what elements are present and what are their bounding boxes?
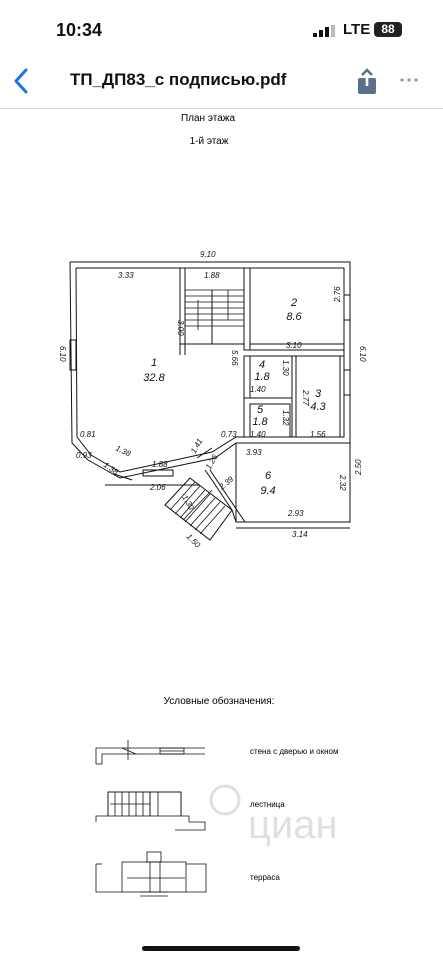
svg-text:2.50: 2.50 xyxy=(354,459,363,476)
legend-stair-symbol xyxy=(95,791,206,831)
svg-text:5: 5 xyxy=(257,404,264,416)
home-indicator[interactable] xyxy=(142,946,300,951)
svg-text:2.76: 2.76 xyxy=(333,286,342,303)
svg-text:8.6: 8.6 xyxy=(286,311,302,323)
svg-text:6: 6 xyxy=(265,470,272,482)
battery-icon: 88 xyxy=(374,22,402,37)
svg-text:1: 1 xyxy=(151,357,157,369)
svg-text:1.50: 1.50 xyxy=(185,532,203,550)
svg-text:1.38: 1.38 xyxy=(102,460,120,477)
svg-text:0.73: 0.73 xyxy=(221,430,237,439)
svg-text:4.3: 4.3 xyxy=(310,401,326,413)
legend-wall-symbol xyxy=(95,740,205,765)
svg-text:0.93: 0.93 xyxy=(76,451,92,460)
watermark: циан xyxy=(209,784,338,847)
svg-text:1.41: 1.41 xyxy=(189,437,205,455)
plan-heading: План этажа xyxy=(181,113,235,124)
svg-text:1.88: 1.88 xyxy=(152,460,168,469)
svg-text:4: 4 xyxy=(259,359,265,371)
status-bar: 10:34 LTE 88 xyxy=(0,0,443,58)
svg-text:32.8: 32.8 xyxy=(143,372,165,384)
svg-text:6.10: 6.10 xyxy=(58,346,67,362)
status-time: 10:34 xyxy=(56,20,103,40)
svg-text:1.26: 1.26 xyxy=(204,453,220,471)
svg-text:1.32: 1.32 xyxy=(281,410,290,426)
legend-title: Условные обозначения: xyxy=(164,695,275,707)
room-labels: 1 32.8 2 8.6 3 4.3 4 1.8 5 1.8 6 9.4 xyxy=(143,297,326,497)
svg-text:9.4: 9.4 xyxy=(260,485,275,497)
svg-text:1.8: 1.8 xyxy=(252,416,268,428)
signal-icon xyxy=(313,25,335,37)
svg-text:1.30: 1.30 xyxy=(281,360,290,376)
network-label: LTE xyxy=(343,21,371,38)
svg-text:1.40: 1.40 xyxy=(250,385,266,394)
share-icon[interactable] xyxy=(355,68,379,96)
svg-text:1.40: 1.40 xyxy=(250,430,266,439)
svg-text:2.77: 2.77 xyxy=(301,389,310,406)
svg-text:2.39: 2.39 xyxy=(217,474,236,492)
svg-text:1.56: 1.56 xyxy=(310,430,326,439)
svg-text:5.66: 5.66 xyxy=(230,350,239,366)
legend-item-terrace: терраса xyxy=(250,873,280,882)
floor-plan xyxy=(69,261,351,541)
svg-text:3.10: 3.10 xyxy=(286,341,302,350)
pdf-page[interactable]: циан План этажа 1-й этаж xyxy=(0,109,443,939)
svg-text:2.93: 2.93 xyxy=(287,509,304,518)
svg-text:2.32: 2.32 xyxy=(338,474,347,491)
svg-text:3: 3 xyxy=(315,388,322,400)
svg-text:циан: циан xyxy=(248,803,338,847)
plan-subheading: 1-й этаж xyxy=(190,136,229,147)
svg-text:6.10: 6.10 xyxy=(358,346,367,362)
svg-text:3.93: 3.93 xyxy=(246,448,262,457)
more-options-icon[interactable] xyxy=(398,70,420,90)
document-title: ТП_ДП83_с подписью.pdf xyxy=(70,70,287,89)
svg-text:3.14: 3.14 xyxy=(292,530,308,539)
svg-text:0.81: 0.81 xyxy=(80,430,96,439)
svg-text:9.10: 9.10 xyxy=(200,250,216,259)
legend-item-wall: стена с дверью и окном xyxy=(250,747,338,756)
back-chevron-icon[interactable] xyxy=(10,66,34,96)
svg-text:2: 2 xyxy=(290,297,297,309)
legend-item-stair: лестница xyxy=(250,800,285,809)
svg-text:1.38: 1.38 xyxy=(114,444,132,459)
svg-text:2.06: 2.06 xyxy=(149,483,166,492)
svg-text:3.00: 3.00 xyxy=(176,320,185,336)
svg-text:1.88: 1.88 xyxy=(204,271,220,280)
svg-text:1.8: 1.8 xyxy=(254,371,270,383)
nav-bar: ТП_ДП83_с подписью.pdf xyxy=(0,58,443,109)
legend-terrace-symbol xyxy=(95,851,207,897)
svg-text:3.33: 3.33 xyxy=(118,271,134,280)
